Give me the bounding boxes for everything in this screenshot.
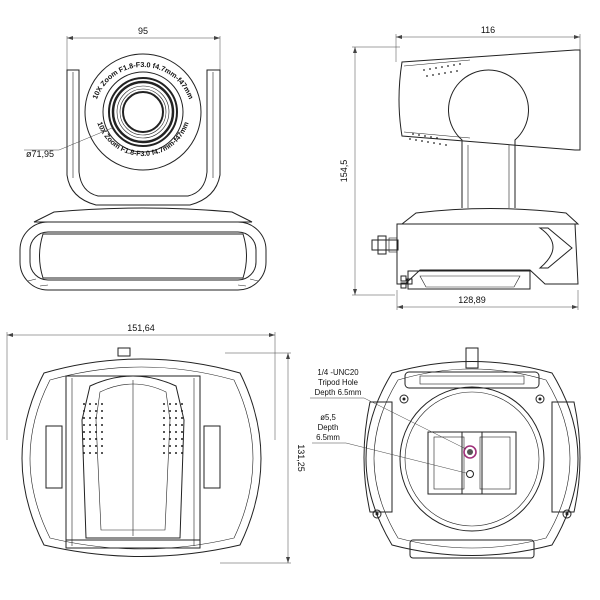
bottom-base-outline [365, 361, 579, 556]
bottom-connector [465, 347, 479, 369]
top-width-label: 151,64 [127, 323, 155, 333]
svg-text:Depth 6.5mm: Depth 6.5mm [315, 388, 362, 397]
svg-text:ø5,5: ø5,5 [320, 413, 336, 422]
bottom-view: 1/4 -UNC20 Tripod Hole Depth 6.5mm ø5,5 … [310, 347, 581, 559]
top-base-outline [21, 358, 262, 557]
side-head-vents [409, 63, 461, 146]
top-right-tab [203, 425, 221, 489]
side-top-width-label: 116 [481, 25, 495, 35]
front-width-dimension: 95 [66, 26, 221, 70]
side-base-drawer [407, 270, 531, 290]
front-head [84, 53, 202, 171]
locating-pin-hole [466, 470, 474, 478]
bottom-right-wing [551, 401, 581, 513]
front-base-panel [39, 233, 247, 279]
front-yoke [66, 69, 221, 206]
svg-text:1/4 -UNC20: 1/4 -UNC20 [317, 368, 359, 377]
front-width-label: 95 [138, 26, 148, 36]
top-depth-dimension: 131,25 [220, 352, 306, 564]
top-vents-right [163, 403, 183, 454]
side-height-label: 154,5 [339, 160, 349, 183]
bottom-screws [372, 394, 572, 519]
side-base-width-label: 128,89 [458, 295, 486, 305]
side-base-top [400, 208, 580, 225]
svg-text:6.5mm: 6.5mm [316, 433, 340, 442]
front-view: 95 10X Zoom F1.8-F3.0 f4.7mm-f47mm 10X Z… [19, 26, 267, 291]
front-base-top [33, 207, 253, 223]
lens-text-bottom: 10X Zoom F1.8-F3.0 f4.7mm-f47mm [95, 120, 190, 158]
top-head [81, 375, 185, 539]
lens-text-top: 10X Zoom F1.8-F3.0 f4.7mm-f47mm [90, 60, 195, 100]
bottom-plate [399, 386, 545, 532]
side-base [396, 223, 579, 285]
lens-diameter-dimension: ø71,95 [24, 127, 113, 159]
side-connector [371, 239, 399, 251]
side-yoke [448, 69, 529, 208]
svg-text:Depth: Depth [318, 423, 339, 432]
front-base [19, 221, 267, 291]
top-view: 151,64 131,25 [6, 323, 306, 564]
side-height-dimension: 154,5 [339, 46, 400, 296]
top-left-tab [45, 425, 63, 489]
top-depth-label: 131,25 [296, 444, 306, 472]
svg-text:Tripod Hole: Tripod Hole [318, 378, 358, 387]
bottom-rear-bar [404, 371, 540, 389]
side-view: 116 154,5 [339, 25, 581, 310]
bottom-front-bar [409, 539, 535, 559]
tripod-hole [463, 445, 477, 459]
lens-ring [102, 71, 184, 153]
bottom-left-wing [363, 401, 393, 513]
side-base-width-dimension: 128,89 [396, 290, 579, 310]
pin-hole-note: ø5,5 Depth 6.5mm [312, 413, 467, 474]
bottom-mount-block [427, 431, 517, 495]
top-vents-left [83, 403, 103, 454]
tripod-hole-note: 1/4 -UNC20 Tripod Hole Depth 6.5mm [310, 368, 467, 450]
top-width-dimension: 151,64 [6, 323, 276, 440]
lens-diameter-label: ø71,95 [26, 149, 54, 159]
side-head [398, 49, 581, 151]
top-connector [117, 347, 131, 357]
